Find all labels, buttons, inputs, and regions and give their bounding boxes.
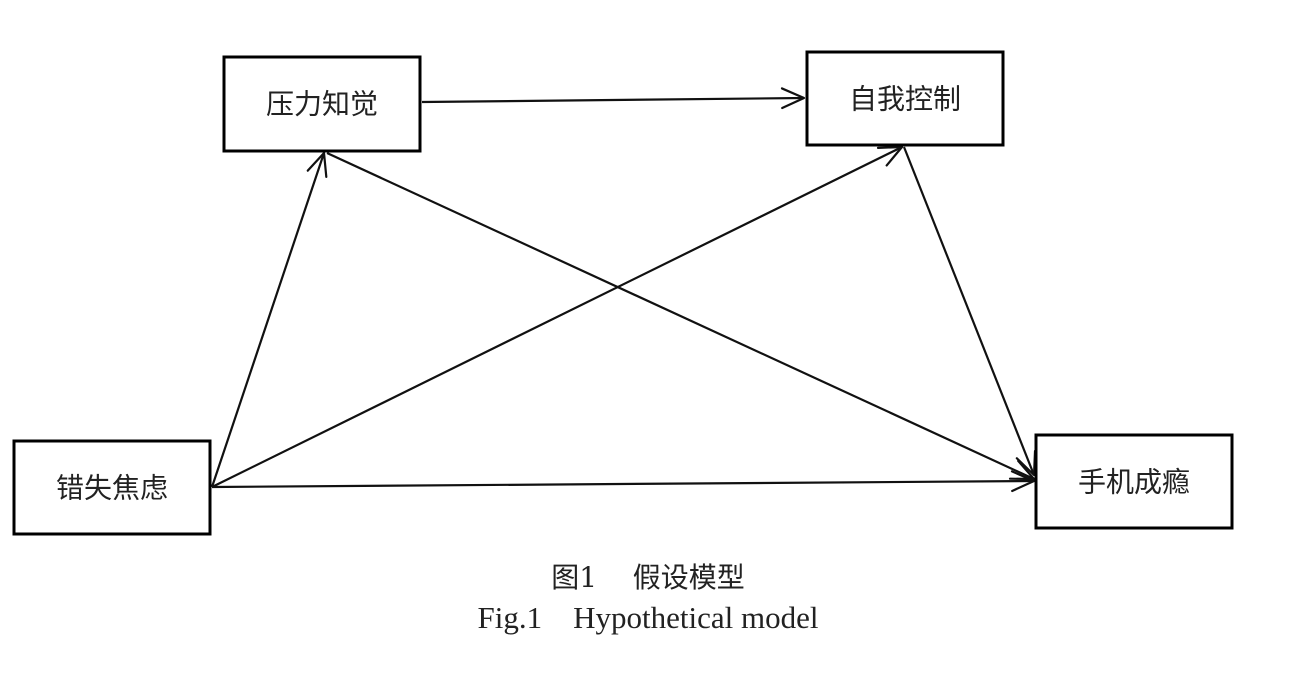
figure-caption-zh: 图1 假设模型 [551, 561, 745, 594]
edge-stress-to-selfcontrol [421, 96, 805, 104]
edge-stress-to-addiction [326, 152, 1035, 480]
node-stress-label: 压力知觉 [266, 88, 378, 121]
edge-selfcontrol-to-addiction [902, 146, 1036, 476]
figure-caption-en: Fig.1 Hypothetical model [477, 600, 819, 635]
node-addiction-label: 手机成瘾 [1078, 466, 1190, 499]
node-selfcontrol-label: 自我控制 [849, 83, 961, 116]
edge-fomo-to-selfcontrol [211, 146, 903, 488]
arrowhead-fomo-to-stress [306, 151, 328, 178]
node-stress-box [222, 55, 422, 153]
arrowhead-fomo-to-addiction [1010, 470, 1036, 493]
node-fomo-label: 错失焦虑 [56, 472, 168, 505]
edge-fomo-to-stress [210, 152, 326, 488]
node-stress: 压力知觉 [222, 55, 422, 153]
node-fomo: 错失焦虑 [12, 439, 212, 536]
edge-fomo-to-addiction [211, 479, 1035, 489]
node-fomo-box [12, 439, 212, 536]
arrowhead-stress-to-addiction [1008, 459, 1036, 481]
edges-layer [210, 87, 1037, 493]
node-selfcontrol: 自我控制 [805, 50, 1005, 147]
arrowhead-fomo-to-selfcontrol [876, 145, 904, 167]
arrowhead-stress-to-selfcontrol [780, 87, 806, 110]
node-selfcontrol-box [805, 50, 1005, 147]
node-addiction-box [1034, 433, 1234, 530]
node-addiction: 手机成瘾 [1034, 433, 1234, 530]
